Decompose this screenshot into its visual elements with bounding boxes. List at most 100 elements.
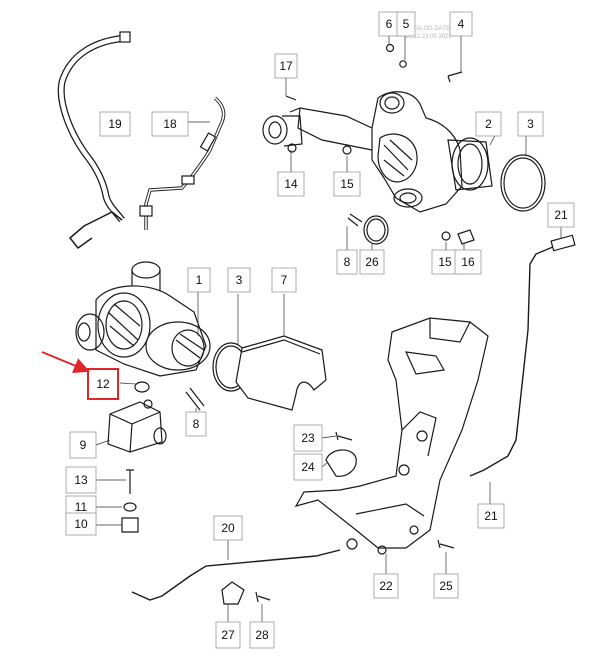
callout-box: [359, 249, 385, 275]
callout-label: 3: [236, 273, 243, 287]
watermark: CATALOG.DATE.DE.EU 16.12.23.09.2022: [405, 26, 470, 40]
callout-14: 14: [277, 171, 305, 197]
callout-box: [69, 431, 97, 459]
callout-label: 8: [344, 255, 351, 269]
turbocharger-upper-drawing: [262, 43, 493, 213]
callout-label: 2: [485, 117, 492, 131]
callout-box: [333, 171, 361, 197]
callout-label: 26: [365, 255, 379, 269]
callout-label: 27: [221, 628, 235, 642]
callout-box: [433, 573, 459, 599]
stud-8-upper-drawing: [347, 213, 363, 227]
callout-21: 21: [477, 503, 505, 529]
callout-21: 21: [547, 202, 575, 228]
callout-label: 15: [438, 255, 452, 269]
callout-19: 19: [99, 111, 131, 137]
highlight-box: [87, 368, 119, 400]
heat-shield-7-drawing: [235, 335, 327, 411]
callout-label: 1: [196, 273, 203, 287]
callout-box: [517, 111, 544, 137]
callout-label: 5: [403, 17, 410, 31]
callout-box: [187, 267, 211, 293]
callout-8: 8: [336, 249, 358, 275]
clip-27-drawing: [221, 581, 245, 605]
callout-box: [227, 267, 251, 293]
callout-6: 6: [378, 11, 400, 37]
callout-25: 25: [433, 573, 459, 599]
gasket-24-drawing: [325, 449, 357, 477]
callout-box: [151, 111, 189, 137]
watermark-line-2: 16.12.23.09.2022: [405, 34, 452, 40]
callout-16: 16: [454, 249, 482, 275]
callout-label: 24: [301, 460, 315, 474]
callout-box: [185, 411, 207, 437]
callout-27: 27: [215, 621, 241, 649]
callout-15: 15: [431, 249, 459, 275]
callout-17: 17: [274, 53, 298, 79]
callout-label: 16: [461, 255, 475, 269]
callout-box: [449, 11, 473, 37]
callout-label: 22: [379, 579, 393, 593]
callout-12: 12: [96, 377, 110, 391]
callout-box: [373, 573, 399, 599]
callout-label: 25: [439, 579, 453, 593]
callout-label: 4: [458, 17, 465, 31]
callout-label: 19: [108, 117, 122, 131]
callout-label: 7: [281, 273, 288, 287]
callout-4: 4: [449, 11, 473, 37]
bolt-25-drawing: [437, 539, 455, 549]
callout-23: 23: [293, 424, 323, 452]
gasket-ring-3-upper: [500, 154, 546, 212]
callout-3: 3: [227, 267, 251, 293]
callout-box: [213, 515, 243, 541]
callout-20: 20: [213, 515, 243, 541]
highlight-part-12: [41, 351, 119, 400]
oil-hose-19-drawing: [57, 31, 131, 250]
callout-box: [249, 621, 275, 649]
bolt-13-drawing: [126, 469, 134, 494]
callout-label: 18: [163, 117, 177, 131]
callout-label: 6: [386, 17, 393, 31]
callout-box: [215, 621, 241, 649]
callout-box: [65, 466, 97, 494]
callout-3: 3: [517, 111, 544, 137]
callout-box: [277, 171, 305, 197]
bracket-22-drawing: [294, 317, 489, 555]
washer-11-drawing: [123, 502, 137, 512]
callout-15: 15: [333, 171, 361, 197]
callout-28: 28: [249, 621, 275, 649]
callout-box: [547, 202, 575, 228]
gasket-ring-3-upper-inner: [503, 157, 543, 209]
callout-label: 8: [193, 417, 200, 431]
callout-box: [65, 512, 97, 536]
callout-11: 11: [65, 495, 97, 519]
flange-9-drawing: [107, 381, 167, 453]
clip-16-drawing: [457, 229, 475, 245]
callout-box: [293, 453, 323, 481]
callout-24: 24: [293, 453, 323, 481]
callout-label: 28: [255, 628, 269, 642]
callout-box: [454, 249, 482, 275]
nut-15-drawing: [441, 231, 451, 241]
callout-box: [99, 111, 131, 137]
callout-label: 9: [80, 438, 87, 452]
callout-box: [274, 53, 298, 79]
callout-box: [396, 11, 416, 37]
callout-label: 15: [340, 177, 354, 191]
callout-5: 5: [396, 11, 416, 37]
callout-label: 3: [527, 117, 534, 131]
gasket-26-drawing: [363, 215, 389, 245]
callout-18: 18: [151, 111, 189, 137]
callout-box: [293, 424, 323, 452]
part-drawings: [57, 31, 576, 605]
pipe-20-drawing: [131, 549, 341, 601]
callout-label: 21: [484, 509, 498, 523]
callout-label: 21: [554, 208, 568, 222]
callout-1: 1: [187, 267, 211, 293]
callout-26: 26: [359, 249, 385, 275]
bolt-23-drawing: [335, 431, 353, 441]
callout-13: 13: [65, 466, 97, 494]
callout-label: 11: [75, 500, 88, 514]
callout-7: 7: [271, 267, 297, 293]
